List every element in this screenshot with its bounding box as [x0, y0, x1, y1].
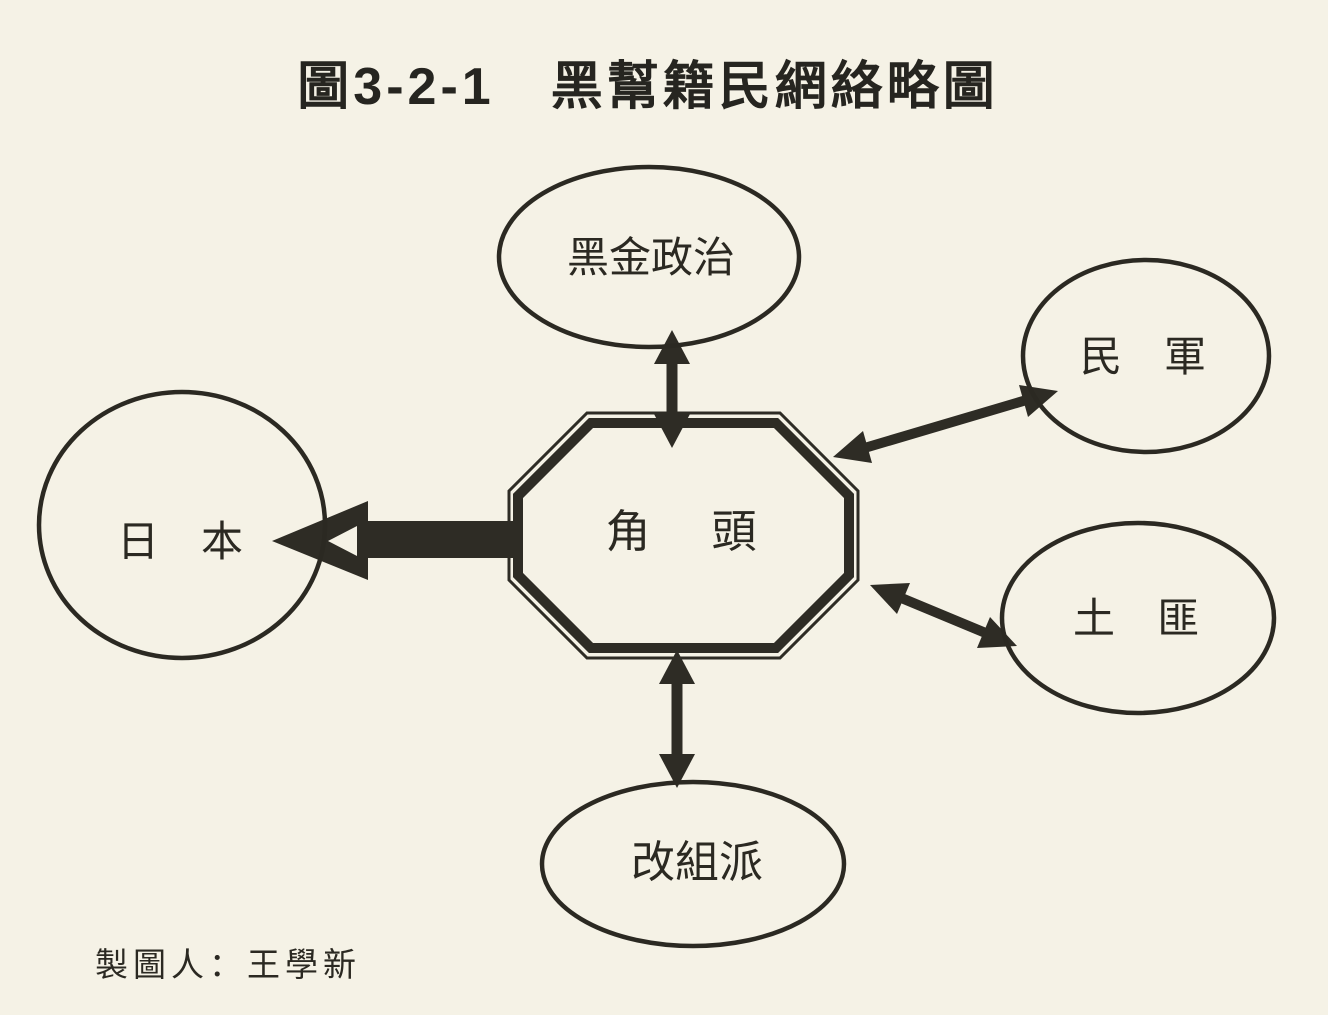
center-node-label: 角 頭 [605, 507, 764, 557]
center-node-octagon-outer [507, 411, 860, 660]
center-node-octagon-inner [513, 418, 854, 653]
arrowhead-up-icon [659, 650, 695, 684]
node-minjun: 民 軍 [1020, 257, 1272, 455]
node-heijin-zhengzhi: 黑金政治 [496, 164, 802, 350]
node-gaizupai: 改組派 [539, 779, 847, 949]
node-tufei: 土 匪 [999, 520, 1277, 716]
node-riben-label: 日 本 [117, 520, 243, 566]
arrowhead-left-icon [870, 583, 910, 614]
arrow-shaft [897, 592, 990, 639]
arrowhead-left-icon [833, 431, 872, 463]
edge-jiaotou-tufei [870, 583, 1017, 648]
node-minjun-ellipse [1020, 257, 1272, 455]
node-gaizupai-ellipse [539, 779, 847, 949]
arrowhead-notch [328, 526, 357, 556]
node-tufei-label: 土 匪 [1073, 597, 1199, 643]
figure-title: 圖3-2-1 黑幫籍民網絡略圖 [297, 58, 998, 116]
node-minjun-label: 民 軍 [1080, 335, 1206, 381]
edge-jiaotou-minjun [833, 385, 1058, 463]
node-tufei-ellipse [999, 520, 1277, 716]
thick-arrow-shaft [346, 521, 523, 558]
arrow-shaft [849, 391, 1042, 457]
thick-arrowhead-left-icon [272, 501, 368, 580]
node-gaizupai-label: 改組派 [631, 838, 763, 887]
node-heijin-ellipse [496, 164, 802, 350]
node-riben-ellipse [36, 389, 328, 661]
node-riben: 日 本 [36, 389, 328, 661]
arrowhead-down-icon [659, 754, 695, 788]
edge-jiaotou-riben [272, 501, 523, 580]
node-heijin-label: 黑金政治 [567, 235, 735, 282]
figure-caption: 製圖人：王學新 [95, 947, 361, 984]
edge-jiaotou-gaizupai [659, 650, 695, 788]
center-node-jiaotou: 角 頭 [507, 411, 860, 660]
